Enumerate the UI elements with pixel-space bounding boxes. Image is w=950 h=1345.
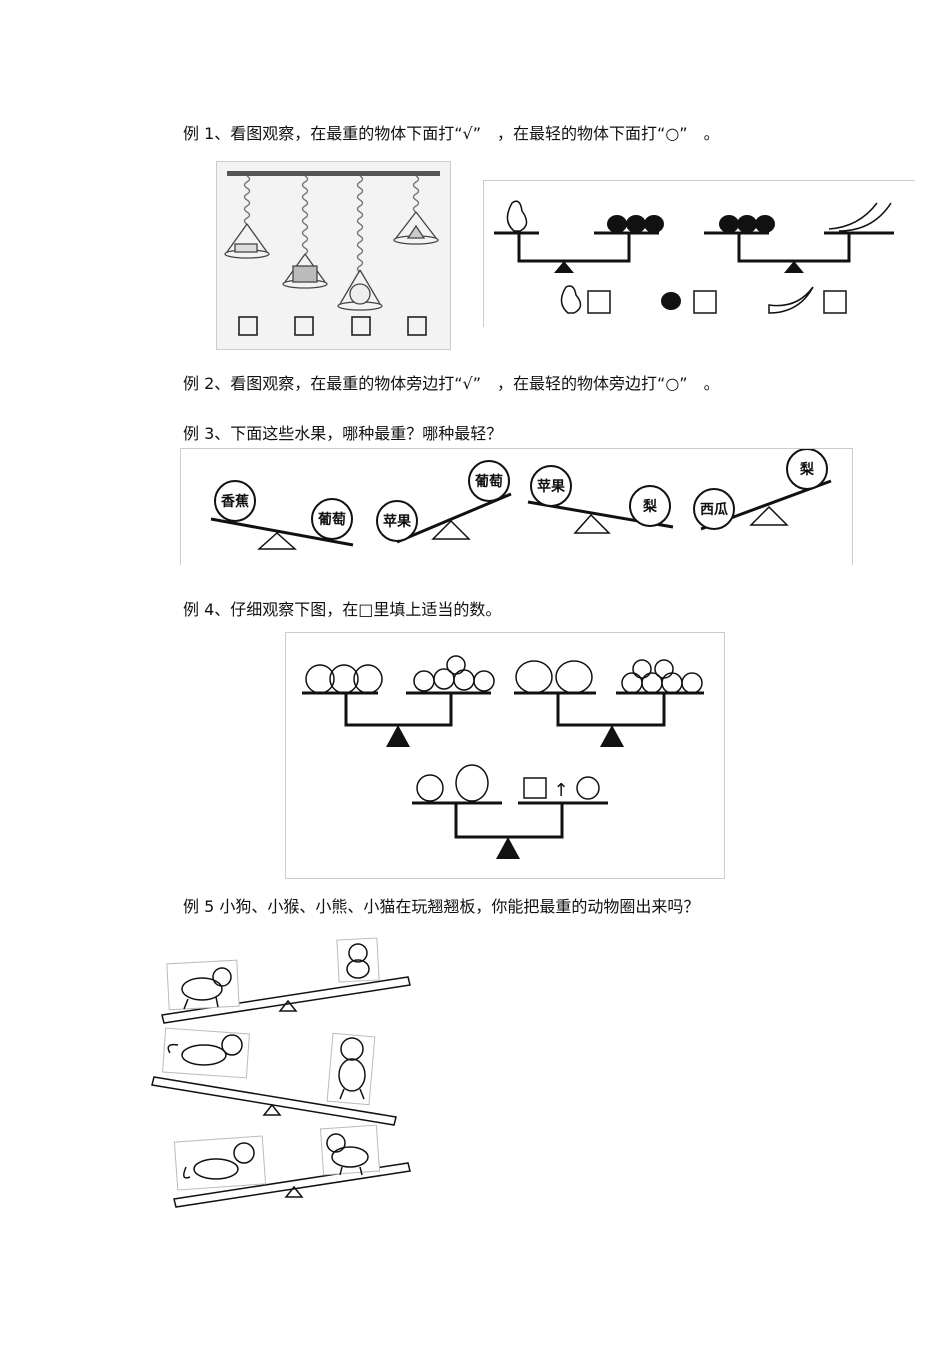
fruit-equation-drawing: ↑ <box>302 655 704 859</box>
fruit-ball-label: 葡萄 <box>317 511 346 528</box>
fruit-balance-figure <box>483 180 915 327</box>
fruit-ball-label: 梨 <box>799 461 815 478</box>
fruit-seesaw-drawing: 香蕉 葡萄 苹果 葡萄 苹果 梨 西瓜 梨 <box>210 449 832 550</box>
fruit-ball-label: 苹果 <box>537 478 566 495</box>
question-3: 例 3、下面这些水果，哪种最重？哪种最轻？ <box>183 424 503 443</box>
question-5: 例 5 小狗、小猴、小熊、小猫在玩翘翘板，你能把最重的动物圈出来吗？ <box>183 897 700 916</box>
animal-seesaw-drawing <box>151 937 411 1208</box>
question-1: 例 1、看图观察，在最重的物体下面打“√” ，在最轻的物体下面打“○” 。 <box>183 124 720 143</box>
question-2: 例 2、看图观察，在最重的物体旁边打“√” ，在最轻的物体旁边打“○” 。 <box>183 374 720 393</box>
fruit-ball-label: 梨 <box>642 498 658 515</box>
question-4: 例 4、仔细观察下图，在□里填上适当的数。 <box>183 600 502 619</box>
animal-seesaw-figure <box>150 935 415 1210</box>
spring-scale-figure <box>216 161 451 350</box>
fruit-seesaw-figure: 香蕉 葡萄 苹果 葡萄 苹果 梨 西瓜 梨 <box>180 448 853 565</box>
answer-box[interactable] <box>523 777 547 799</box>
arrow-symbol: ↑ <box>553 780 568 801</box>
fruit-ball-label: 香蕉 <box>220 493 249 510</box>
fruit-ball-label: 西瓜 <box>700 502 728 518</box>
fruit-balance-drawing <box>494 200 894 314</box>
spring-scale-drawing <box>224 171 440 336</box>
fruit-ball-label: 葡萄 <box>474 473 503 490</box>
fruit-equation-figure: ↑ <box>285 632 725 879</box>
fruit-ball-label: 苹果 <box>383 513 412 530</box>
